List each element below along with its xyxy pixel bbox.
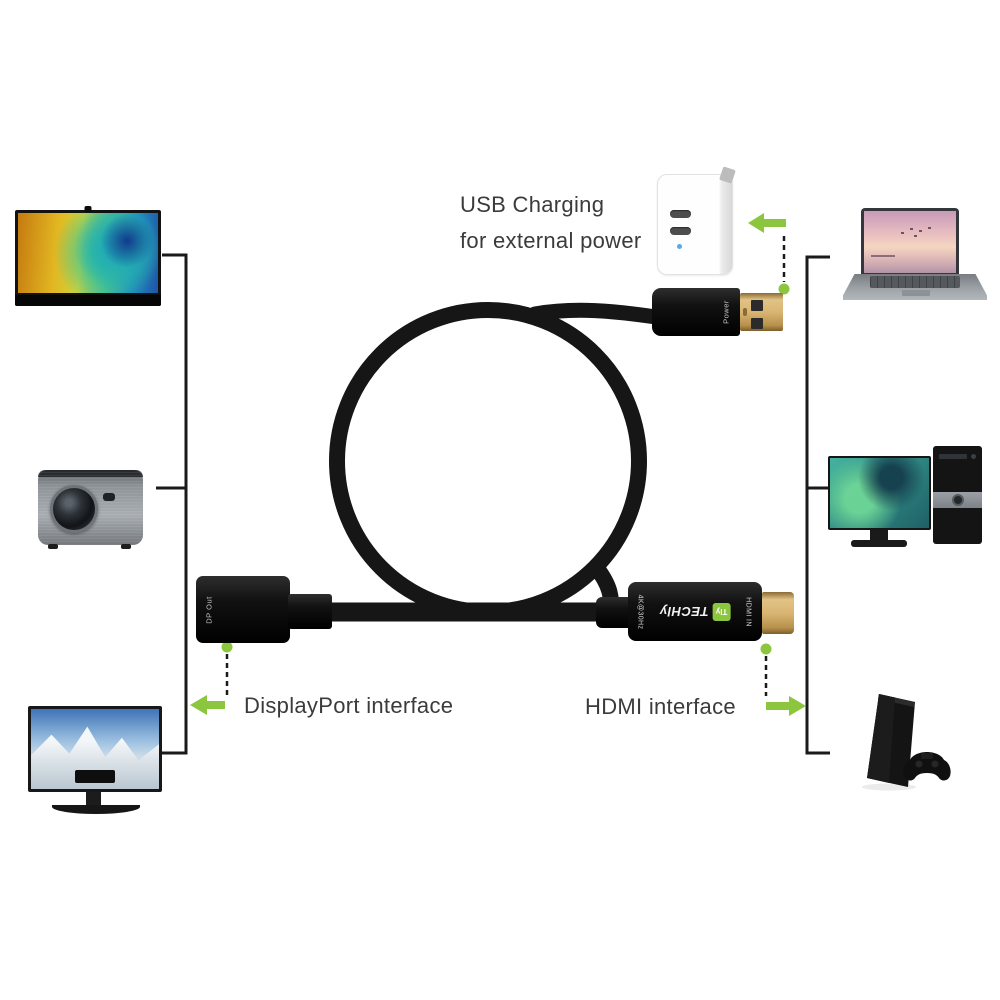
usb-charging-label-line2: for external power [460,228,642,253]
displayport-connector-label: DP Out [204,595,214,624]
console-graphic [862,694,951,791]
widescreen-monitor-image [15,206,161,306]
pc-monitor-stand-base [851,540,907,547]
left-device-bracket [156,253,188,755]
monitor-camera-nub [84,206,92,212]
laptop-image [843,208,987,300]
monitor-stand-base [52,805,140,814]
tower-brand-badge [951,494,964,506]
tower-power-button [971,454,976,459]
tower-front-band [933,492,982,508]
charger-usb-port [670,210,691,218]
monitor-screen-mountain-wallpaper [31,709,159,789]
pc-tower [933,446,982,544]
usb-contact-hole [751,318,763,329]
hdmi-adapter-body: 4K@30Hz Tly TECHly HDMI IN [628,582,762,641]
monitor-screen-swirl-wallpaper [18,213,158,293]
usb-wall-charger [657,166,736,275]
usb-plug [740,293,783,331]
charger-led [677,244,682,249]
techly-brand-logo: Tly TECHly [659,602,731,621]
console-front-facet [867,694,895,783]
hdmi-strain-relief [596,597,634,628]
laptop-touchpad [902,290,930,296]
arrow-left-to-charger-icon [748,213,786,233]
usb-connector-label: Power [721,300,731,324]
arrow-left-displayport-icon [190,695,225,715]
desktop-monitor-image [28,706,162,814]
monitor-osd-box [75,770,115,783]
laptop-lid [861,208,959,276]
monitor-speaker-bar [15,295,161,306]
projector-sensor [103,493,115,501]
arrow-right-hdmi-icon [766,696,806,716]
monitor-stand-neck [86,792,101,807]
hdmi-plug [762,592,794,634]
displayport-interface-label: DisplayPort interface [244,693,454,718]
usb-contact-hole [751,300,763,311]
techly-logo-icon: Tly [712,602,731,621]
projector-image [38,470,143,549]
hdmi-interface-label: HDMI interface [585,694,736,719]
displayport-callout-dot [221,641,233,653]
pc-monitor-screen [830,458,929,528]
desktop-pc-image [828,446,982,548]
pc-monitor [828,456,931,530]
projector-foot [121,544,131,549]
projector-foot [48,544,58,549]
charger-usb-port [670,227,691,235]
game-console-image [855,688,970,798]
game-controller [903,752,951,781]
displayport-connector-stub [288,594,332,629]
tower-drive-bay [939,454,967,459]
techly-wordmark: TECHly [659,604,709,619]
usb-power-connector: Power [652,288,740,336]
wallpaper-birds [901,232,904,234]
laptop-screen-sunset-wallpaper [864,211,956,273]
projector-top-edge [38,470,143,477]
hdmi-port-label: HDMI IN [744,596,752,627]
usb-plug-slot [743,308,747,316]
usb-callout-dot [778,283,790,295]
laptop-keyboard [870,276,960,288]
wallpaper-pier [871,255,895,257]
usb-cable [527,302,664,325]
hdmi-callout-dot [760,643,772,655]
projector-lens [50,485,98,533]
hdmi-spec-label: 4K@30Hz [636,594,644,629]
displayport-connector: DP Out [196,576,290,643]
usb-charging-label-line1: USB Charging [460,192,605,217]
pc-monitor-stand-neck [870,530,888,542]
